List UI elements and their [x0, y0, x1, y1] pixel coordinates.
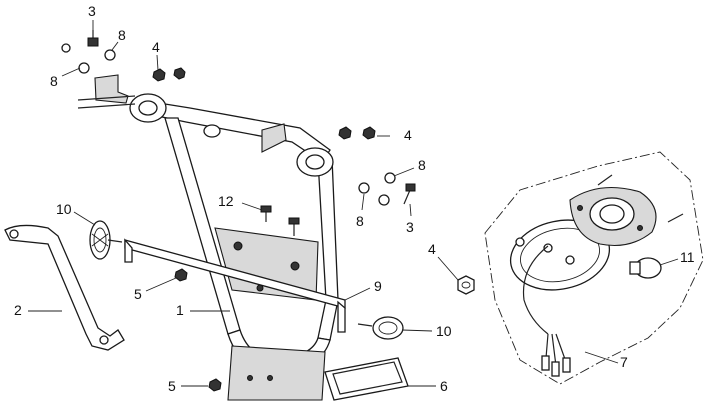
bracket-bar: [124, 238, 346, 333]
grommet-left: [89, 220, 123, 260]
callout-8-right-lower: 8: [356, 213, 364, 229]
callout-3-top: 3: [88, 3, 96, 19]
callout-4-top: 4: [152, 39, 160, 55]
tail-lamp-assembly: [484, 151, 704, 385]
leader-lines: [28, 20, 679, 387]
callout-7: 7: [620, 354, 628, 370]
callout-2: 2: [14, 302, 22, 318]
callout-5-bottom: 5: [168, 378, 176, 394]
callout-11: 11: [680, 249, 695, 265]
license-plate-and-gasket: [227, 345, 409, 401]
main-frame: [77, 74, 339, 371]
callout-8-top-left: 8: [50, 73, 58, 89]
callout-10-right: 10: [436, 323, 452, 339]
callout-1: 1: [176, 302, 184, 318]
callout-8-top-right: 8: [118, 27, 126, 43]
callout-12: 12: [218, 193, 234, 209]
callout-3-right: 3: [406, 219, 414, 235]
callout-10-left: 10: [56, 201, 72, 217]
grommet-right: [357, 316, 404, 340]
callout-4-lamp: 4: [428, 241, 436, 257]
callout-4-right: 4: [404, 127, 412, 143]
fasteners: [61, 30, 475, 392]
callout-6: 6: [440, 378, 448, 394]
callout-8-right-upper: 8: [418, 157, 426, 173]
left-arm: [4, 224, 125, 351]
callout-9: 9: [374, 278, 382, 294]
callout-5-mid: 5: [134, 286, 142, 302]
callout-labels: 3 8 8 4 4 8 8 3 12 10 2 5 1 9 10 5 6 4 1…: [14, 3, 695, 394]
